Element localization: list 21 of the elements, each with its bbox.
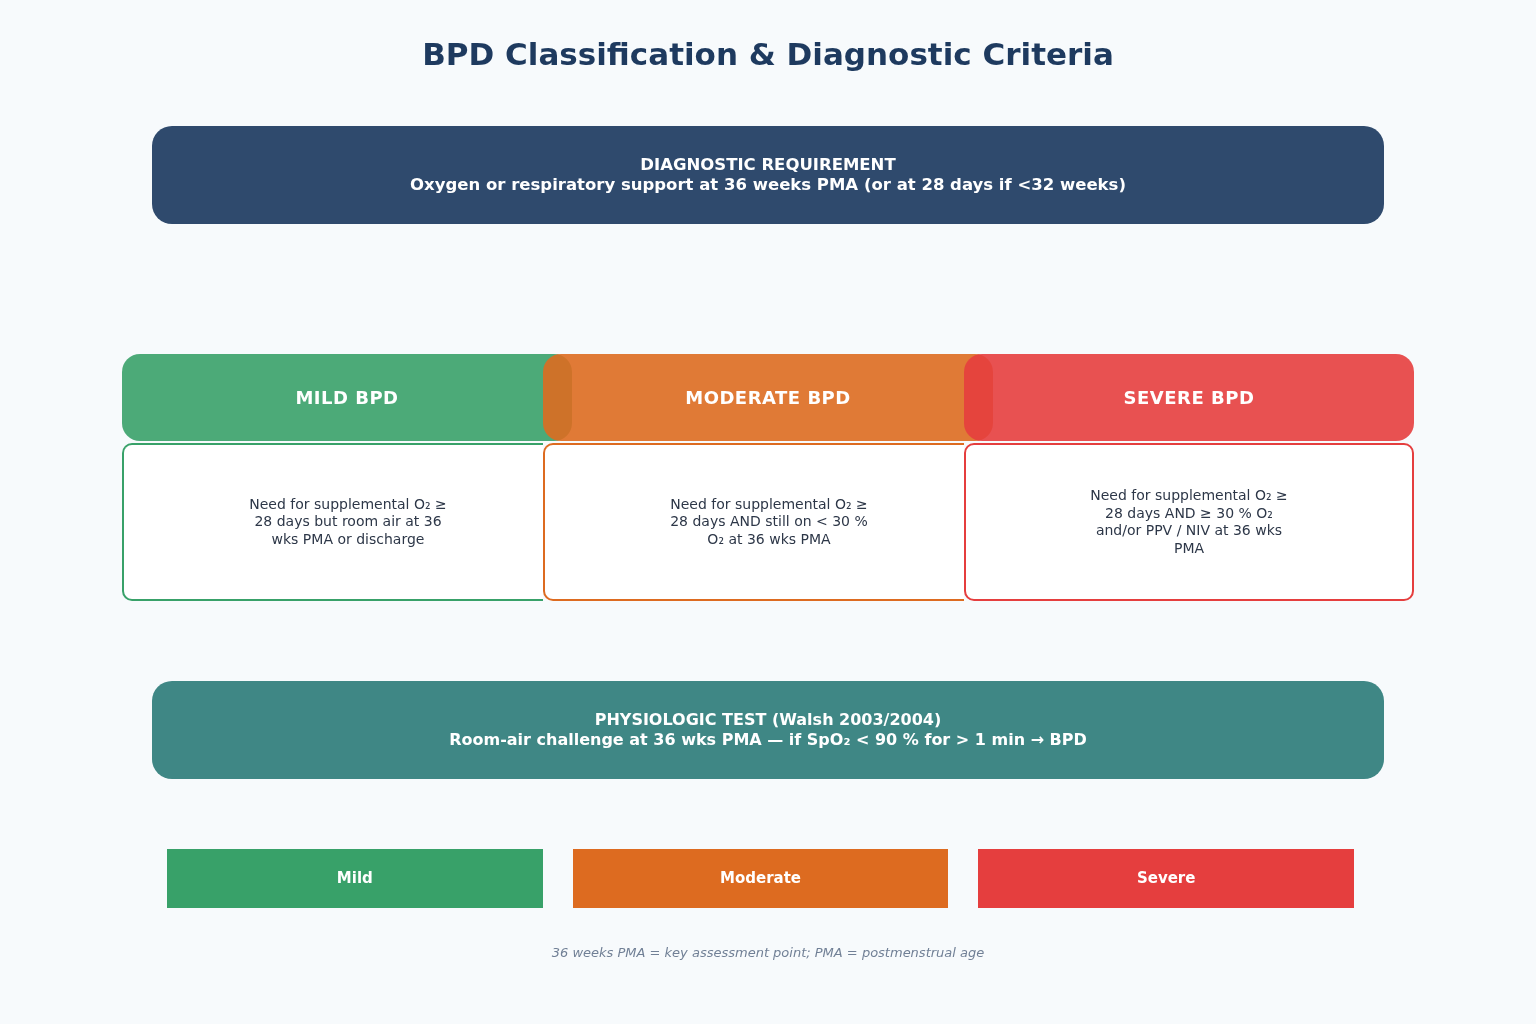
test-banner — [152, 681, 1384, 779]
category-header — [964, 354, 1414, 441]
banner-text: Oxygen or respiratory support at 36 weeks PMA (or at 28 days if <32 weeks) — [410, 175, 1126, 195]
banner-text: Room-air challenge at 36 wks PMA — if SpO₂ < 90 % for > 1 min → BPD — [449, 730, 1087, 750]
caption: 36 weeks PMA = key assessment point; PMA = postmenstrual age — [550, 944, 986, 962]
banner-heading: PHYSIOLOGIC TEST (Walsh 2003/2004) — [594, 710, 942, 730]
legend-label: Mild — [336, 868, 373, 890]
criteria-card — [543, 443, 964, 601]
requirement-banner — [152, 126, 1384, 224]
legend-label: Severe — [1136, 868, 1196, 890]
criteria-card — [122, 443, 543, 601]
criteria-text: Need for supplemental O₂ ≥ 28 days AND still on < 30 % O₂ at 36 wks PMA — [669, 495, 869, 549]
criteria-text: Need for supplemental O₂ ≥ 28 days AND ≥ 30 % O₂ and/or PPV / NIV at 36 wks PMA — [1089, 487, 1289, 557]
category-title: MILD BPD — [295, 386, 399, 410]
criteria-card — [964, 443, 1414, 601]
criteria-text: Need for supplemental O₂ ≥ 28 days but room air at 36 wks PMA or discharge — [248, 495, 448, 549]
banner-heading: DIAGNOSTIC REQUIREMENT — [640, 155, 896, 175]
category-title: SEVERE BPD — [1123, 386, 1255, 410]
diagram-title: BPD Classification & Diagnostic Criteria — [421, 35, 1115, 74]
category-title: MODERATE BPD — [685, 386, 851, 410]
legend-label: Moderate — [720, 868, 801, 890]
